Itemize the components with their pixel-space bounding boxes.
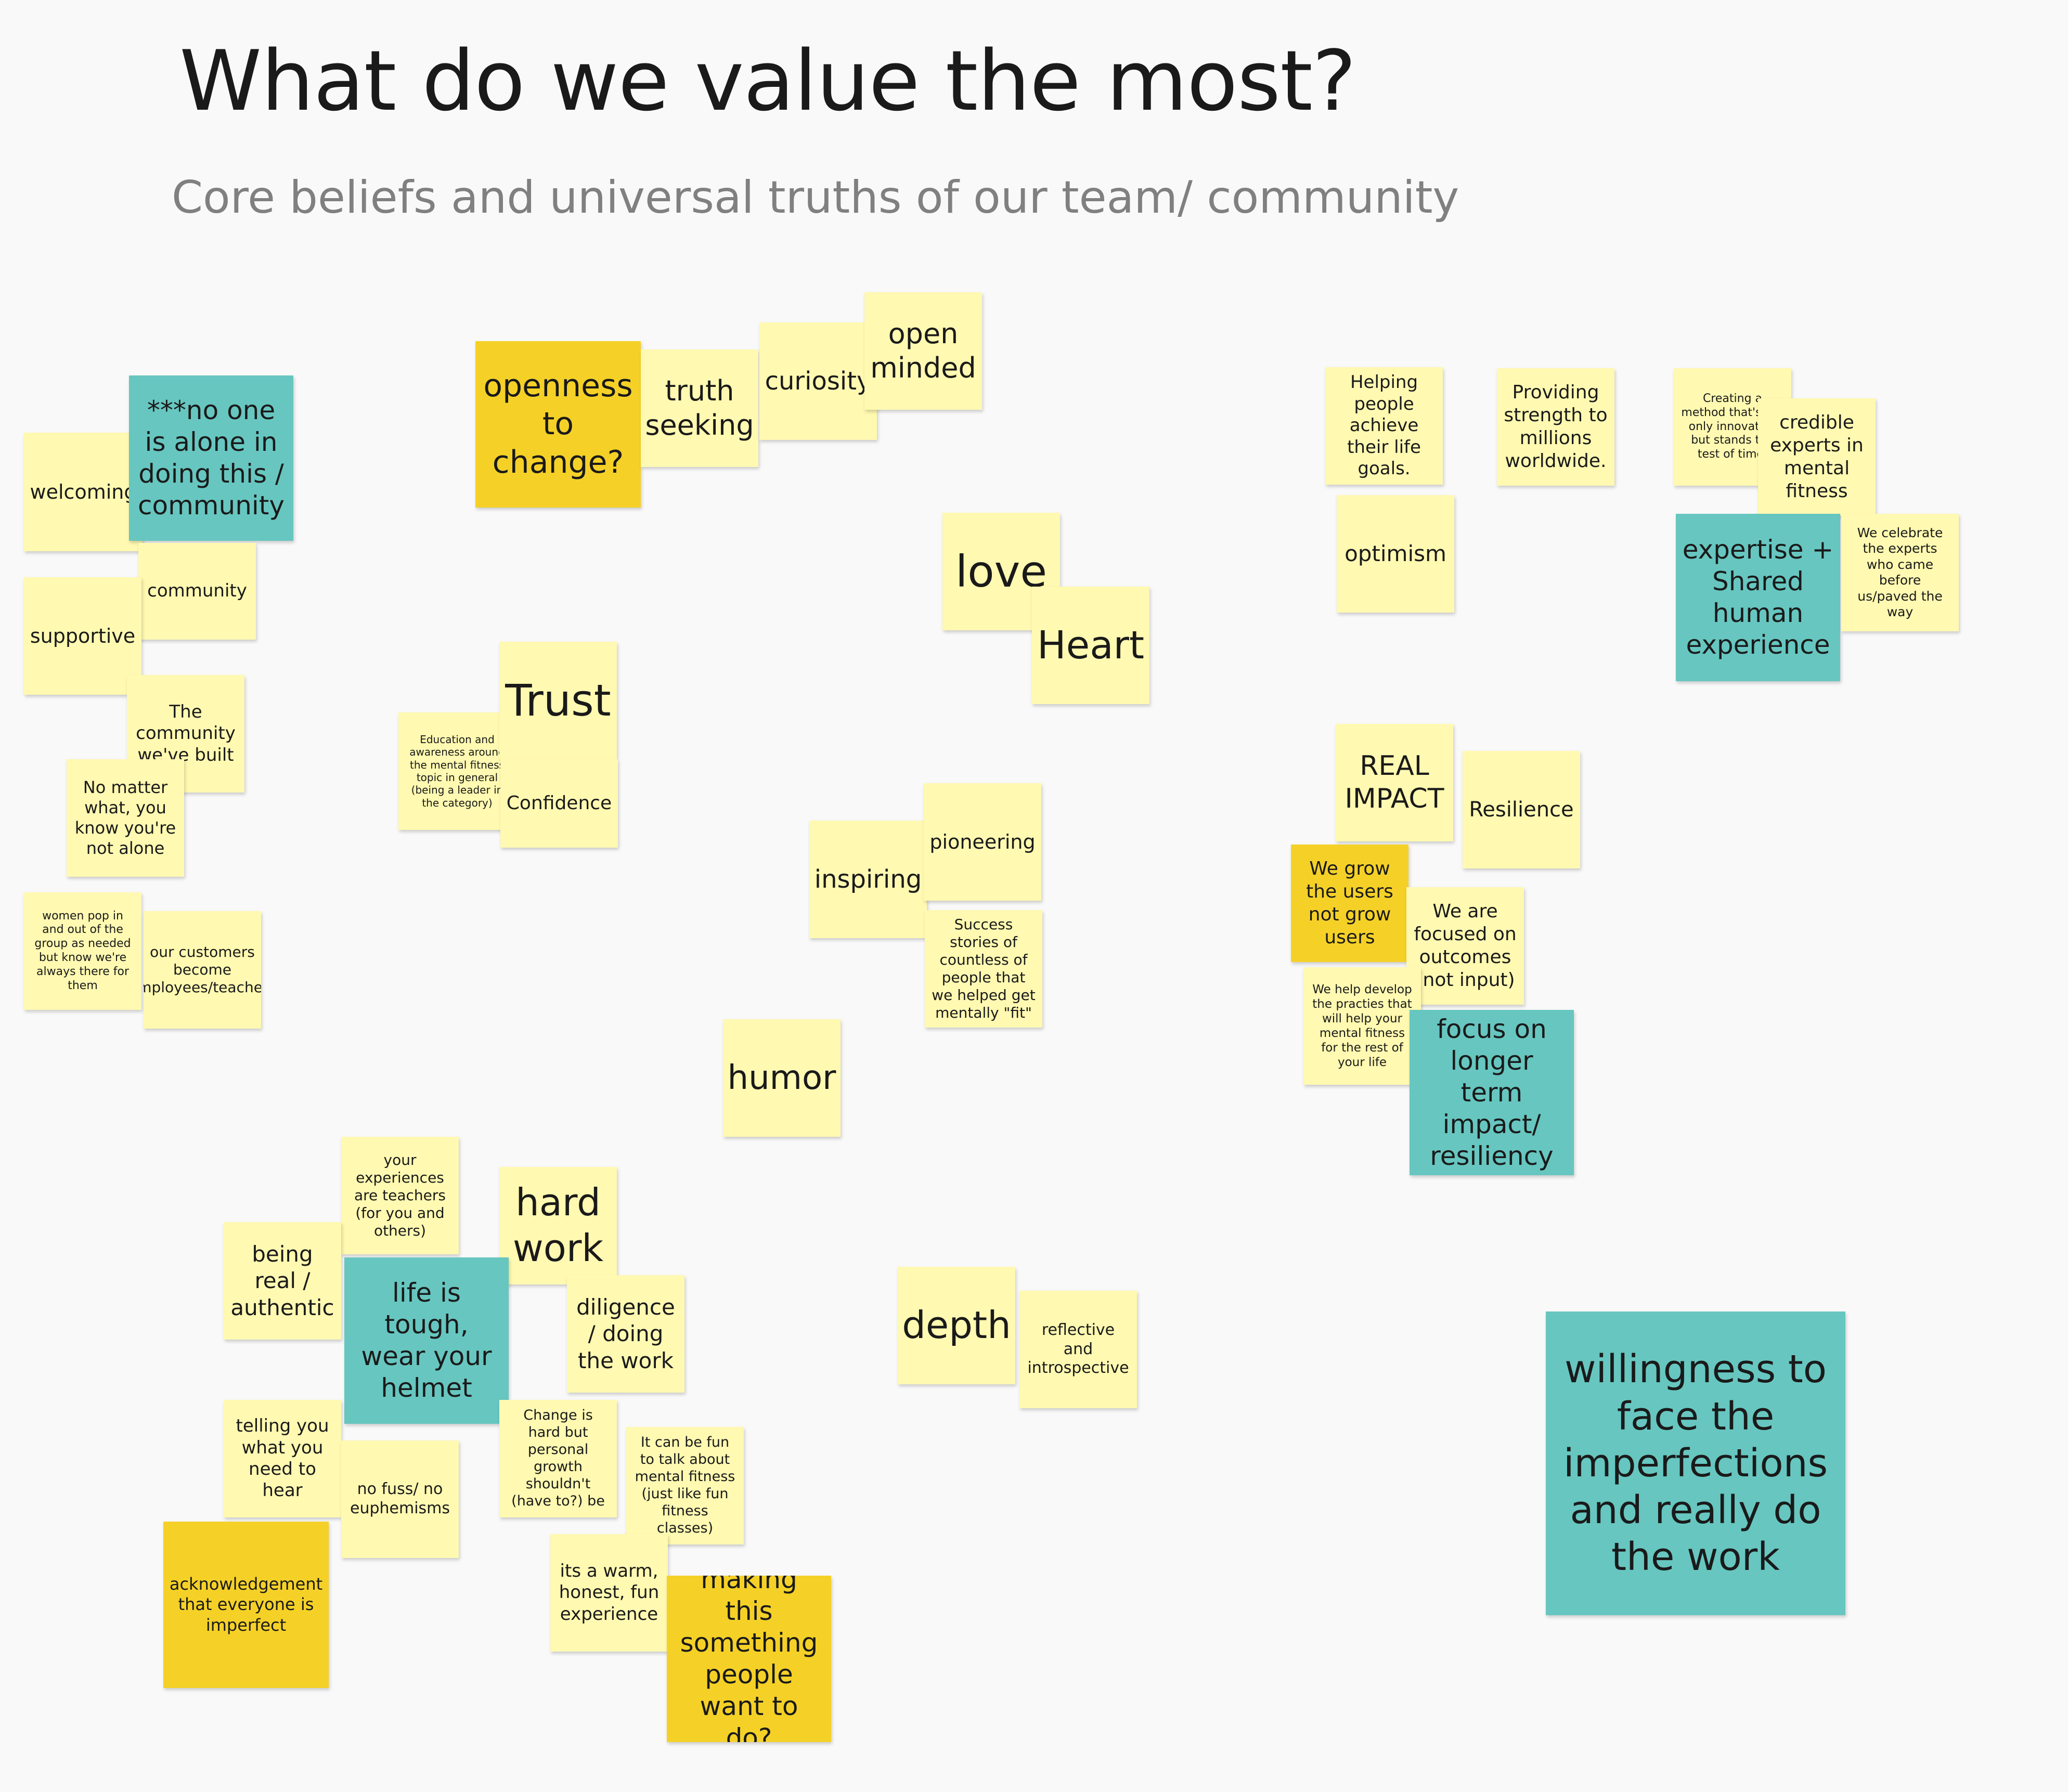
sticky-note[interactable]: no fuss/ no euphemisms: [341, 1440, 459, 1558]
sticky-note[interactable]: optimism: [1337, 495, 1454, 613]
sticky-note[interactable]: being real / authentic: [224, 1222, 341, 1340]
sticky-note[interactable]: curiosity: [759, 322, 877, 440]
sticky-note[interactable]: depth: [898, 1267, 1015, 1384]
sticky-note[interactable]: credible experts in mental fitness: [1758, 398, 1876, 516]
sticky-note[interactable]: We grow the users not grow users: [1291, 845, 1408, 962]
board-subtitle: Core beliefs and universal truths of our…: [172, 172, 1459, 224]
sticky-note[interactable]: truth seeking: [641, 349, 758, 467]
sticky-note[interactable]: Success stories of countless of people t…: [925, 910, 1042, 1028]
sticky-note[interactable]: diligence / doing the work: [567, 1275, 684, 1393]
sticky-note[interactable]: its a warm, honest, fun experience: [550, 1534, 668, 1652]
sticky-note[interactable]: women pop in and out of the group as nee…: [24, 892, 141, 1010]
sticky-note[interactable]: Heart: [1032, 587, 1149, 704]
sticky-note[interactable]: reflective and introspective: [1019, 1291, 1137, 1408]
sticky-note[interactable]: focus on longer term impact/ resiliency: [1410, 1010, 1574, 1175]
sticky-note[interactable]: supportive: [24, 577, 141, 695]
sticky-note[interactable]: We help develop the practies that will h…: [1303, 967, 1421, 1085]
board-title: What do we value the most?: [179, 32, 1356, 129]
sticky-note[interactable]: life is tough, wear your helmet: [344, 1257, 509, 1424]
sticky-note[interactable]: No matter what, you know you're not alon…: [67, 759, 184, 877]
sticky-note[interactable]: Providing strength to millions worldwide…: [1497, 368, 1614, 486]
sticky-note[interactable]: ***no one is alone in doing this / commu…: [129, 375, 293, 541]
sticky-note[interactable]: It can be fun to talk about mental fitne…: [626, 1427, 744, 1544]
sticky-note[interactable]: your experiences are teachers (for you a…: [341, 1137, 459, 1254]
sticky-note[interactable]: welcoming: [24, 433, 143, 551]
sticky-note[interactable]: openness to change?: [475, 341, 641, 508]
sticky-note[interactable]: Trust: [499, 642, 617, 759]
sticky-note[interactable]: open minded: [864, 292, 982, 410]
sticky-note[interactable]: Helping people achieve their life goals.: [1325, 367, 1443, 485]
sticky-note[interactable]: We are focused on outcomes (not input): [1406, 887, 1524, 1005]
sticky-note[interactable]: acknowledgement that everyone is imperfe…: [163, 1522, 329, 1688]
sticky-note[interactable]: willingness to face the imperfections an…: [1546, 1311, 1845, 1615]
sticky-note[interactable]: telling you what you need to hear: [224, 1400, 341, 1517]
sticky-note[interactable]: We celebrate the experts who came before…: [1841, 514, 1959, 631]
sticky-note[interactable]: Confidence: [500, 759, 618, 848]
sticky-note[interactable]: making this something people want to do?: [667, 1576, 831, 1742]
sticky-note[interactable]: Resilience: [1463, 751, 1580, 868]
sticky-note[interactable]: pioneering: [924, 783, 1041, 901]
sticky-note[interactable]: humor: [723, 1019, 841, 1137]
sticky-note[interactable]: Change is hard but personal growth shoul…: [499, 1400, 617, 1517]
sticky-note[interactable]: community: [138, 543, 256, 640]
sticky-note[interactable]: expertise + Shared human experience: [1676, 514, 1840, 681]
sticky-note[interactable]: REAL IMPACT: [1336, 724, 1453, 841]
sticky-note[interactable]: Education and awareness around the menta…: [398, 712, 516, 830]
sticky-note[interactable]: inspiring: [809, 821, 927, 938]
sticky-note[interactable]: hard work: [499, 1167, 617, 1284]
